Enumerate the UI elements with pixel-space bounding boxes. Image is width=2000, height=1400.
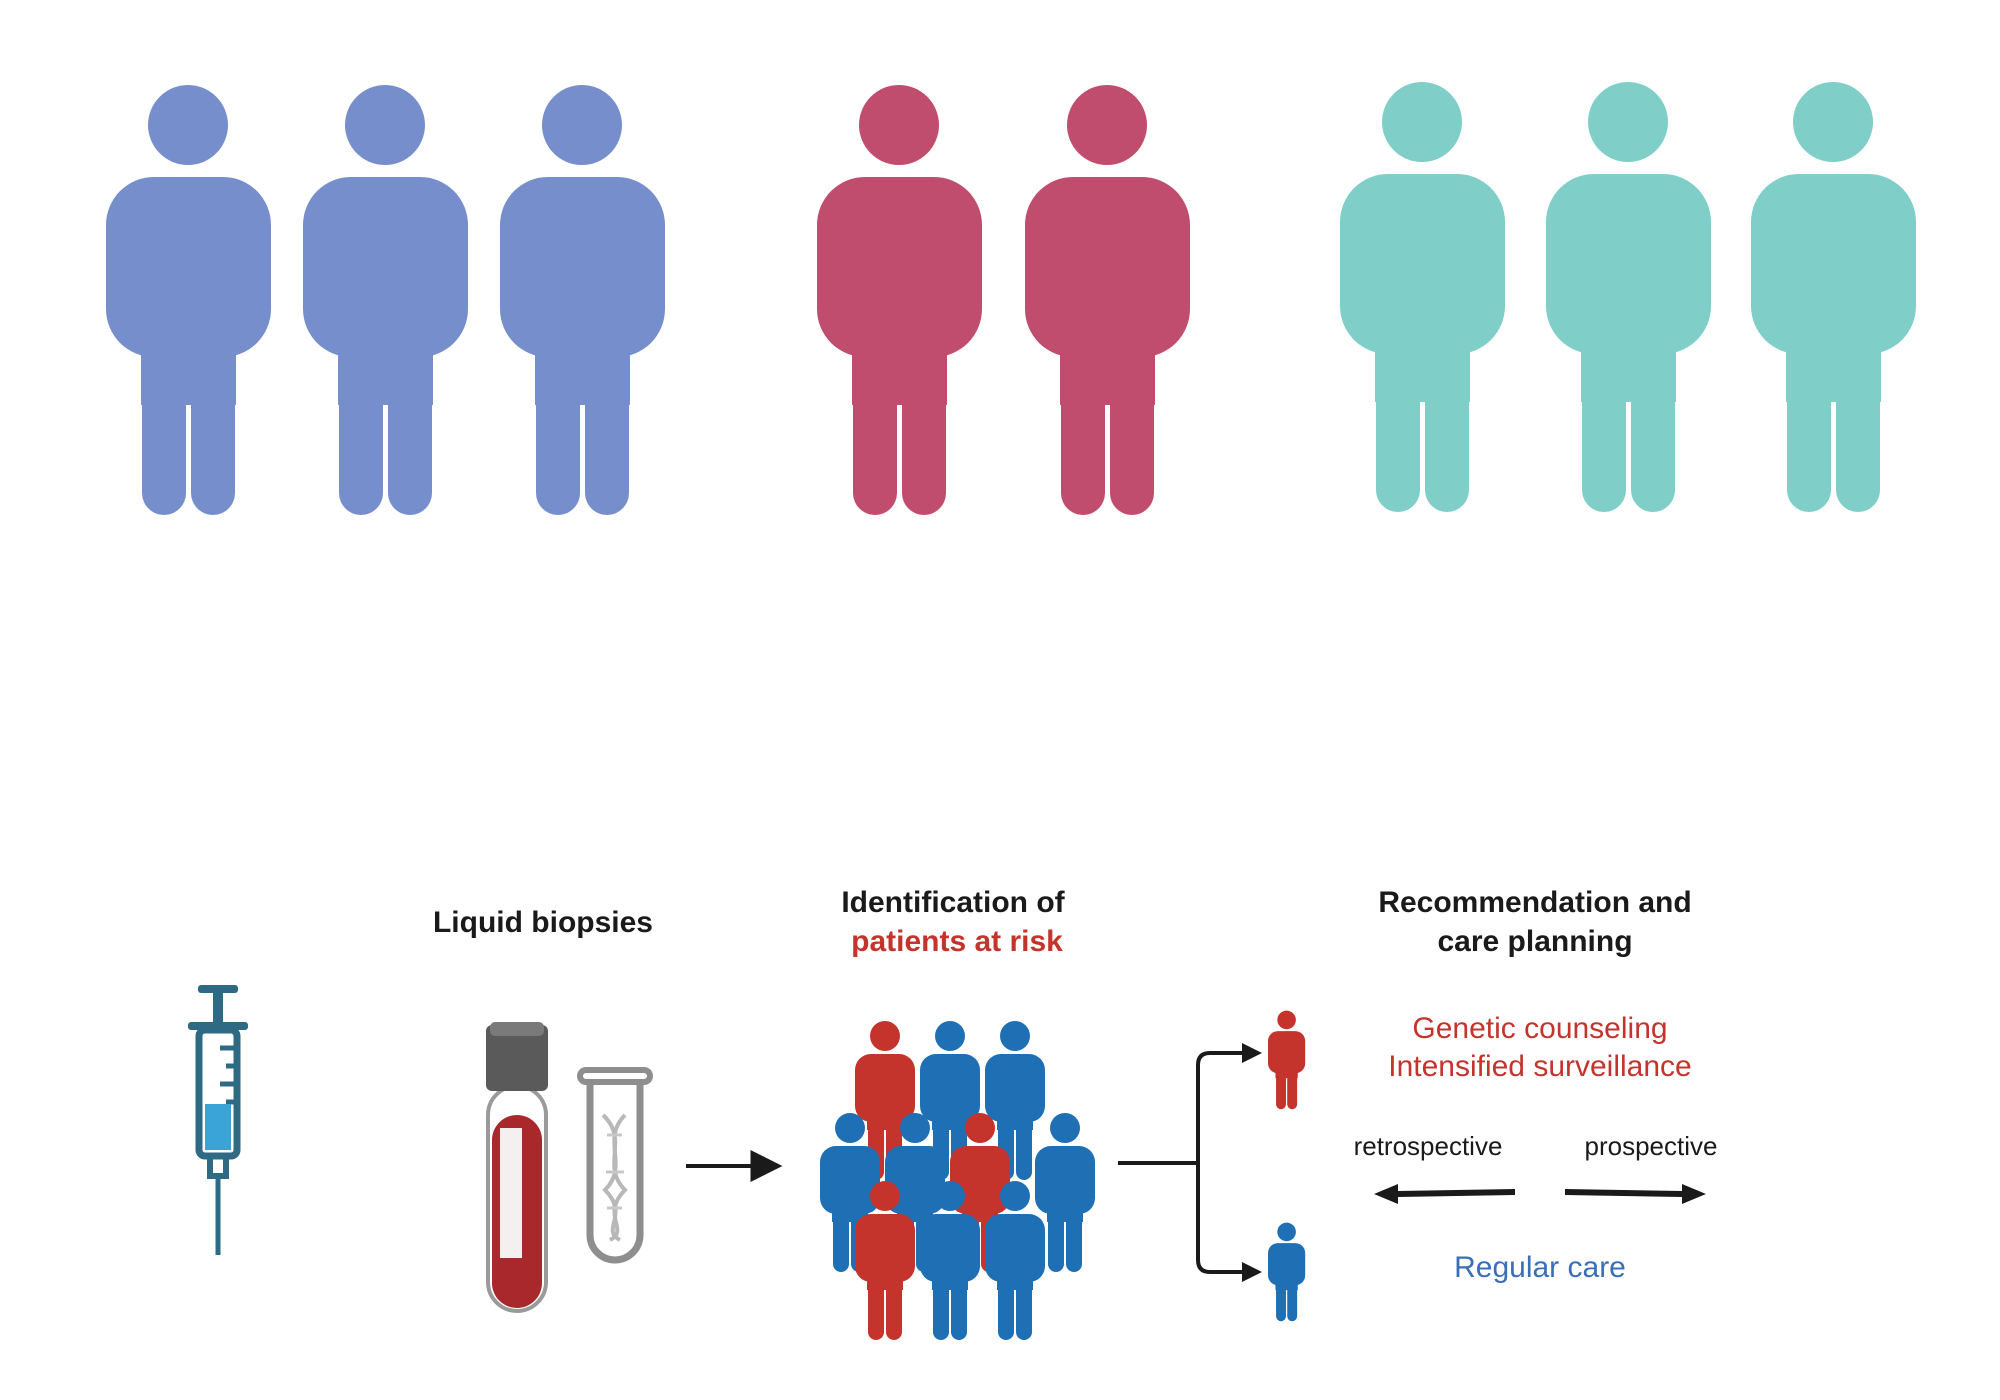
person-icon <box>106 85 271 515</box>
person-icon <box>1025 85 1190 515</box>
regular-person-icon <box>1268 1222 1306 1322</box>
patient-crowd-icon <box>820 1021 1095 1340</box>
label-liquid-biopsies: Liquid biopsies <box>433 906 653 939</box>
person-group-a <box>106 85 665 515</box>
dna-tube-icon <box>577 1067 653 1264</box>
person-icon <box>1546 82 1711 512</box>
blood-tube-icon <box>486 1022 548 1313</box>
syringe-icon <box>188 985 248 1255</box>
person-icon <box>817 85 982 515</box>
person-icon <box>1340 82 1505 512</box>
person-icon <box>1268 1222 1306 1322</box>
label-recommendation-line2: care planning <box>1437 925 1632 958</box>
label-retrospective: retrospective <box>1354 1131 1503 1161</box>
person-icon <box>1751 82 1916 512</box>
label-intensified-surveillance: Intensified surveillance <box>1388 1050 1692 1083</box>
timeline-arrows <box>1374 1184 1706 1204</box>
label-regular-care: Regular care <box>1454 1251 1626 1284</box>
person-icon <box>1268 1010 1306 1110</box>
label-identification-line1: Identification of <box>841 886 1065 919</box>
top-population-row <box>106 82 1916 515</box>
at-risk-person-icon <box>1268 1010 1306 1110</box>
person-icon <box>303 85 468 515</box>
label-identification-line2: patients at risk <box>851 925 1063 958</box>
label-recommendation-line1: Recommendation and <box>1378 886 1691 919</box>
person-group-b <box>817 85 1190 515</box>
branch-arrows <box>1118 1043 1262 1282</box>
label-prospective: prospective <box>1585 1131 1718 1161</box>
person-group-c <box>1340 82 1916 512</box>
person-icon <box>500 85 665 515</box>
label-genetic-counseling: Genetic counseling <box>1412 1012 1667 1045</box>
